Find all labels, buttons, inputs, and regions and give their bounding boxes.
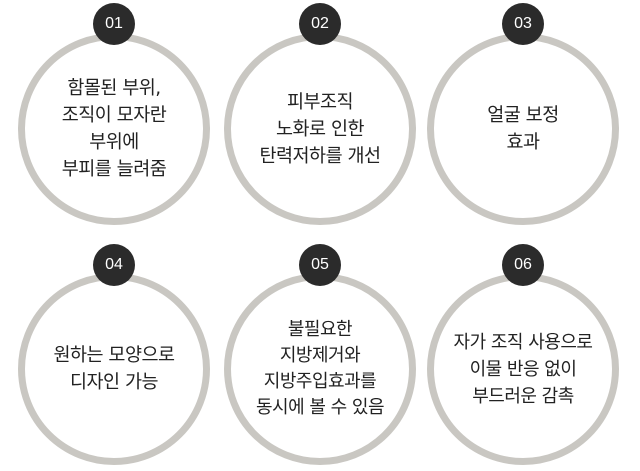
benefit-line: 자가 조직 사용으로 xyxy=(453,331,593,353)
benefit-line: 조직이 모자란 xyxy=(61,105,167,126)
benefit-line: 동시에 볼 수 있음 xyxy=(255,397,385,418)
benefit-line: 부위에 xyxy=(89,132,139,153)
benefit-line: 함몰된 부위, xyxy=(67,78,161,99)
benefit-ring xyxy=(427,33,619,225)
benefit-card-02: 피부조직 노화로 인한 탄력저하를 개선 xyxy=(224,33,416,225)
benefit-text: 원하는 모양으로 디자인 가능 xyxy=(24,273,204,465)
benefit-card-01: 함몰된 부위, 조직이 모자란 부위에 부피를 늘려줌 xyxy=(18,33,210,225)
benefit-line: 이물 반응 없이 xyxy=(469,358,577,380)
benefit-line: 원하는 모양으로 xyxy=(53,345,175,366)
number-badge-01: 01 xyxy=(93,3,135,45)
number-badge-02: 02 xyxy=(299,3,341,45)
number-badge-05: 05 xyxy=(299,244,341,286)
benefit-line: 부드러운 감촉 xyxy=(472,385,574,407)
benefit-ring xyxy=(224,33,416,225)
number-badge-04: 04 xyxy=(93,244,135,286)
benefit-line: 피부조직 xyxy=(286,91,354,113)
benefit-line: 효과 xyxy=(506,132,540,153)
benefit-text: 불필요한 지방제거와 지방주입효과를 동시에 볼 수 있음 xyxy=(230,273,410,465)
benefit-line: 얼굴 보정 xyxy=(487,105,559,126)
benefit-text: 함몰된 부위, 조직이 모자란 부위에 부피를 늘려줌 xyxy=(24,33,204,225)
benefit-text: 얼굴 보정 효과 xyxy=(433,33,613,225)
benefit-text: 피부조직 노화로 인한 탄력저하를 개선 xyxy=(230,33,410,225)
benefit-card-03: 얼굴 보정 효과 xyxy=(427,33,619,225)
number-badge-06: 06 xyxy=(502,244,544,286)
benefit-card-05: 불필요한 지방제거와 지방주입효과를 동시에 볼 수 있음 xyxy=(224,273,416,465)
benefit-card-04: 원하는 모양으로 디자인 가능 xyxy=(18,273,210,465)
benefit-line: 불필요한 xyxy=(287,319,353,340)
number-badge-03: 03 xyxy=(502,3,544,45)
benefit-card-06: 자가 조직 사용으로 이물 반응 없이 부드러운 감촉 xyxy=(427,273,619,465)
benefit-line: 지방제거와 xyxy=(279,345,361,366)
benefit-line: 디자인 가능 xyxy=(70,372,158,393)
benefit-line: 지방주입효과를 xyxy=(263,371,377,392)
benefit-ring xyxy=(224,273,416,465)
benefit-line: 부피를 늘려줌 xyxy=(61,159,167,180)
benefit-line: 탄력저하를 개선 xyxy=(259,145,381,167)
benefit-line: 노화로 인한 xyxy=(276,118,364,140)
benefit-text: 자가 조직 사용으로 이물 반응 없이 부드러운 감촉 xyxy=(433,273,613,465)
